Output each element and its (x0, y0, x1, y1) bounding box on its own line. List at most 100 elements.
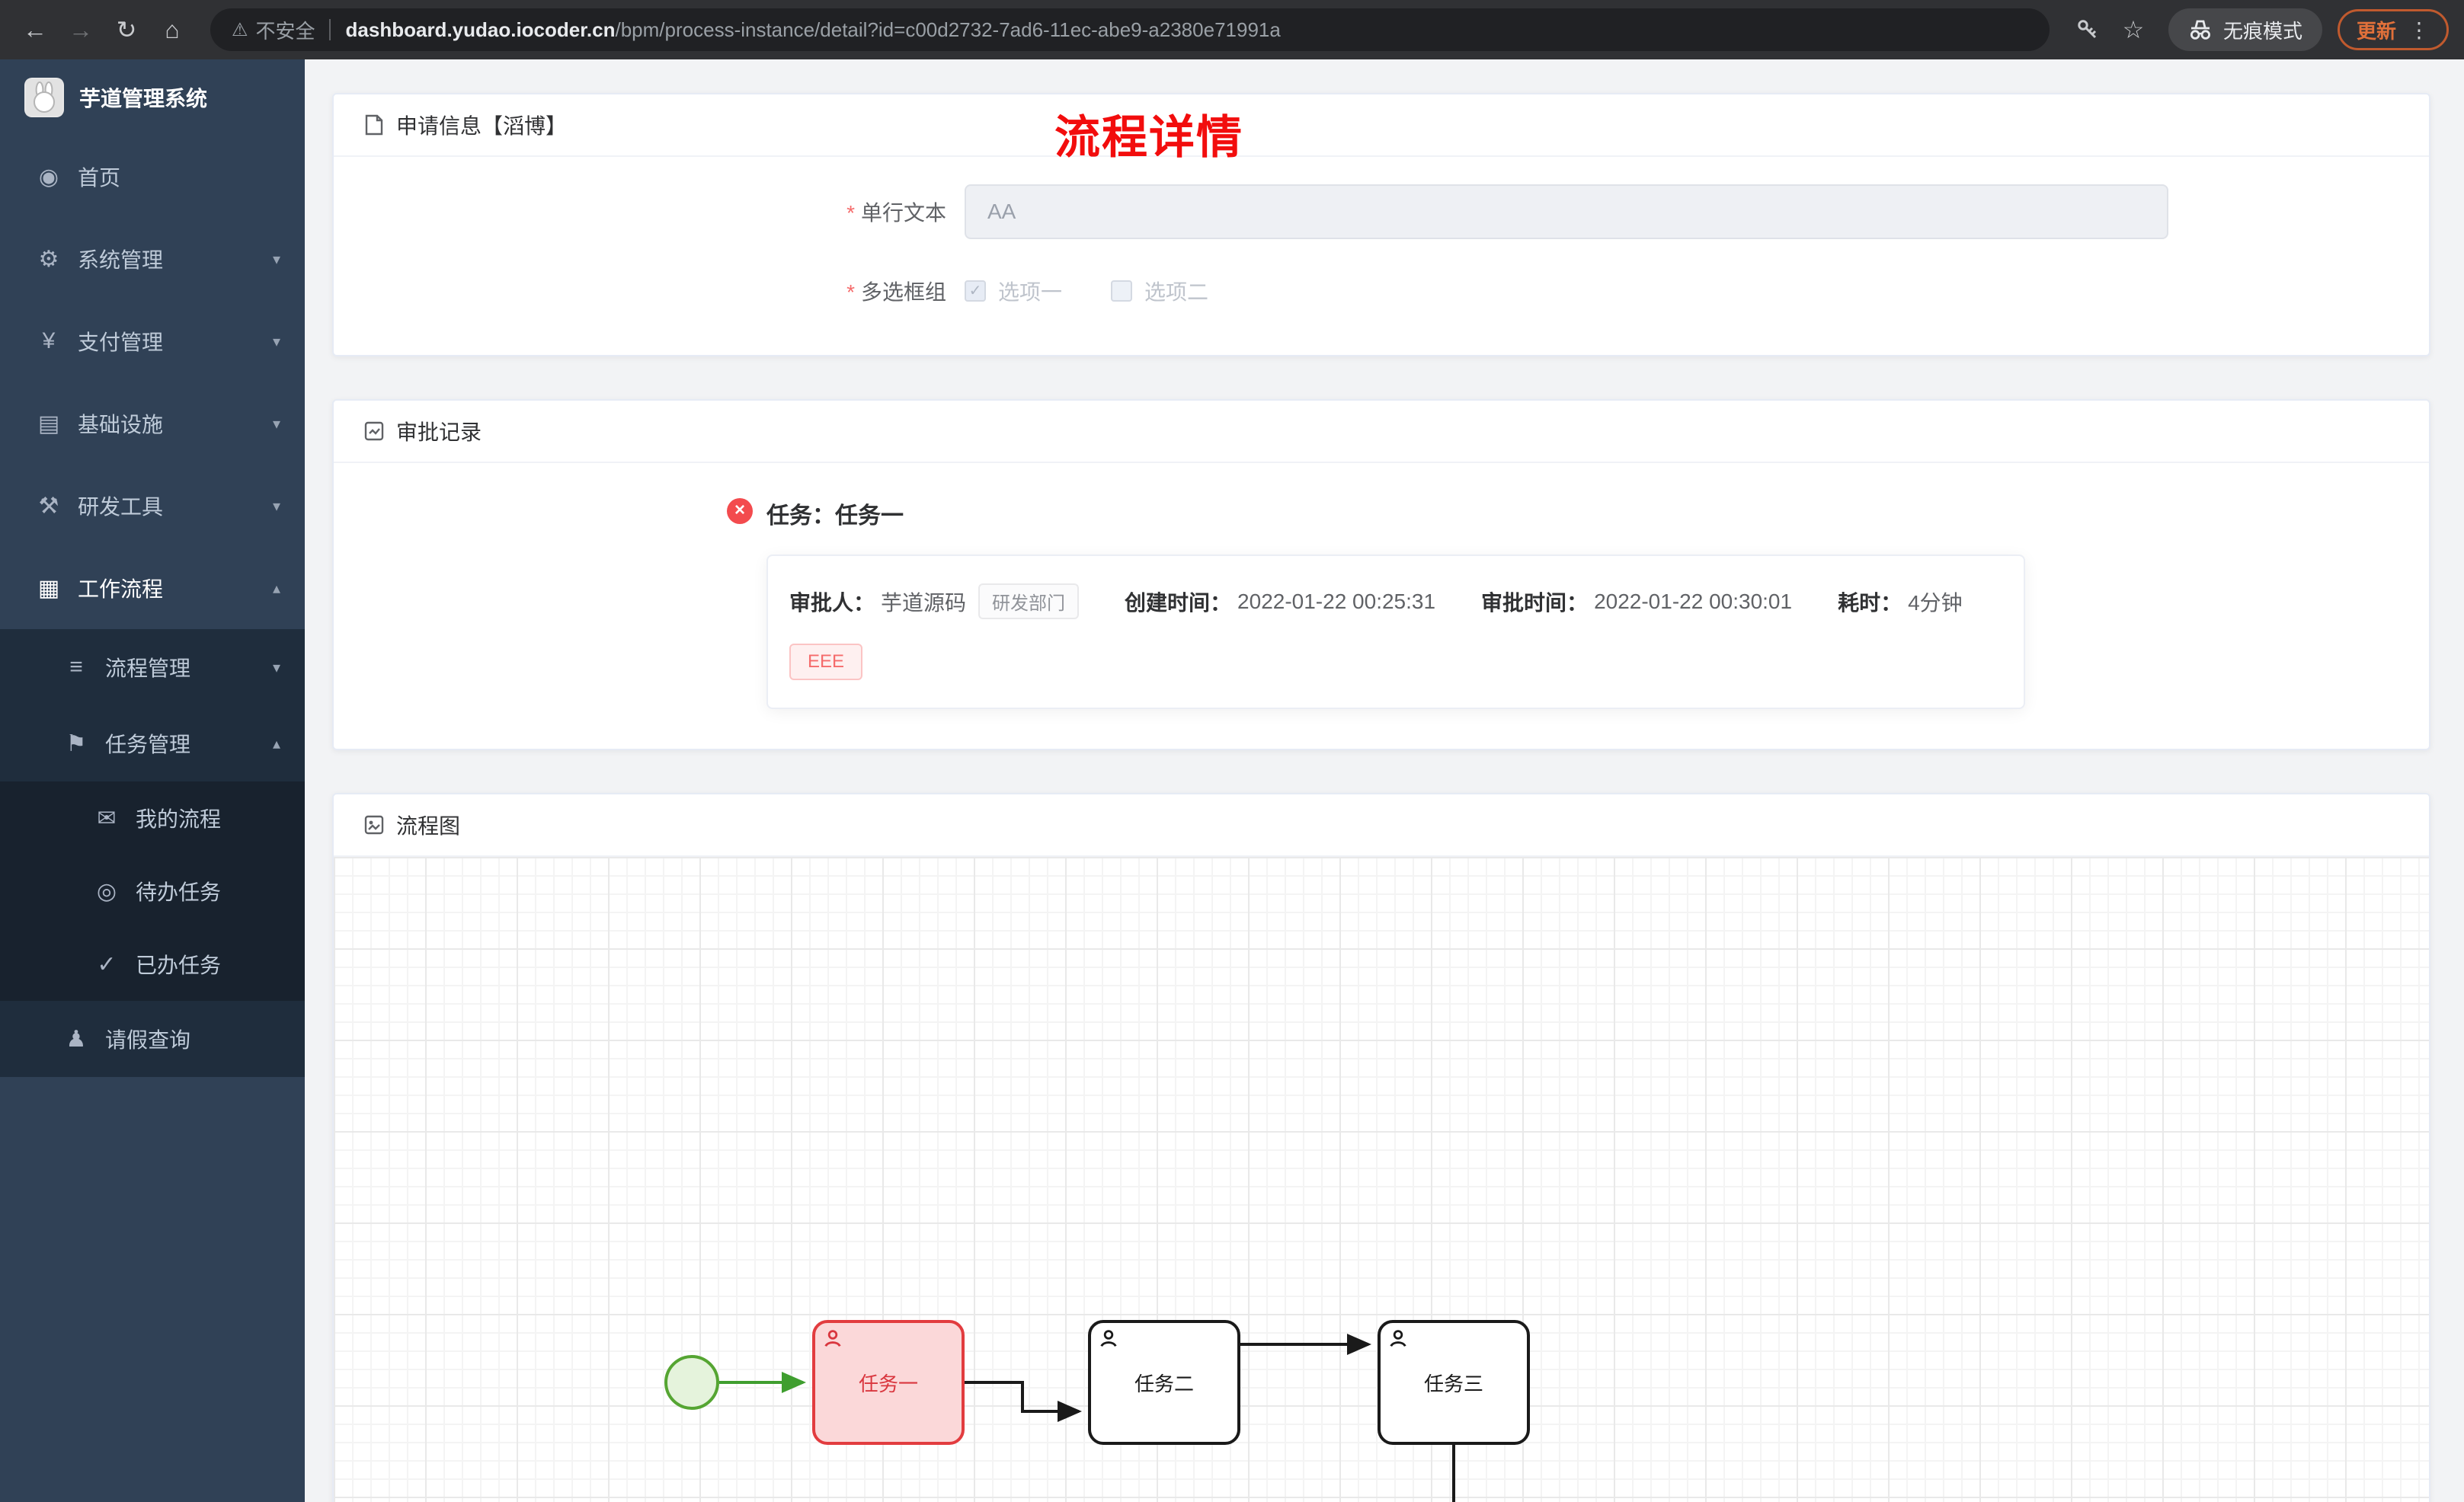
task-label: 任务三 (1423, 1372, 1483, 1395)
sidebar-item-task-management[interactable]: ⚑ 任务管理 ▴ (0, 705, 305, 781)
task-node-1[interactable]: 任务一 (812, 1320, 965, 1445)
bpmn-canvas[interactable]: 任务一 任务二 任务三 (334, 857, 2429, 1502)
record-detail-panel: 审批人： 芋道源码 研发部门 创建时间： 2022-01-22 00:25:31… (766, 554, 2025, 709)
create-time-field: 创建时间： 2022-01-22 00:25:31 (1125, 589, 1436, 615)
sidebar-item-home[interactable]: ◉ 首页 (0, 136, 305, 218)
security-label: 不安全 (255, 19, 315, 43)
approver-field: 审批人： 芋道源码 研发部门 (789, 583, 1080, 619)
chevron-down-icon: ▾ (272, 415, 280, 433)
checkbox-field-label: *多选框组 (846, 280, 946, 304)
create-time-value: 2022-01-22 00:25:31 (1237, 589, 1436, 613)
start-event-node[interactable] (664, 1355, 719, 1410)
chevron-down-icon: ▾ (272, 659, 280, 676)
text-field-row: *单行文本 (334, 184, 2429, 239)
sidebar-item-label: 系统管理 (78, 248, 164, 272)
flow-task1-to-task2 (965, 1381, 1082, 1422)
checkbox-unchecked-icon (1111, 280, 1133, 302)
process-diagram-header: 流程图 (334, 794, 2429, 857)
sidebar-item-process-management[interactable]: ≡ 流程管理 ▾ (0, 629, 305, 705)
address-bar[interactable]: ⚠ 不安全 dashboard.yudao.iocoder.cn /bpm/pr… (210, 8, 2050, 51)
diagram-icon (364, 815, 384, 835)
approval-records-header: 审批记录 (334, 401, 2429, 463)
message-icon: ✉ (97, 805, 117, 831)
sidebar-item-workflow[interactable]: ▦ 工作流程 ▴ (0, 547, 305, 629)
home-icon[interactable]: ⌂ (165, 15, 180, 43)
reload-icon[interactable]: ↻ (116, 16, 137, 43)
chevron-up-icon: ▴ (272, 580, 280, 597)
required-asterisk: * (846, 280, 855, 304)
apply-info-title: 申请信息【滔博】 (396, 114, 568, 138)
password-key-icon[interactable] (2068, 10, 2107, 50)
tools-icon: ⚒ (38, 493, 59, 519)
sidebar-item-label: 首页 (78, 166, 121, 190)
duration-value: 4分钟 (1908, 590, 1963, 615)
back-icon[interactable]: ← (23, 15, 47, 43)
user-task-icon (1100, 1330, 1117, 1347)
sidebar-item-leave-query[interactable]: ♟ 请假查询 (0, 1001, 305, 1077)
dashboard-icon: ◉ (38, 164, 59, 190)
main-content: 流程详情 申请信息【滔博】 *单行文本 *多选框组 ✓ 选项一 (305, 59, 2464, 1502)
approve-time-value: 2022-01-22 00:30:01 (1594, 589, 1793, 613)
sidebar-item-system[interactable]: ⚙ 系统管理 ▾ (0, 218, 305, 300)
rejected-status-icon: × (727, 498, 753, 524)
checkbox-option-2[interactable]: 选项二 (1111, 276, 1208, 306)
approve-time-field: 审批时间： 2022-01-22 00:30:01 (1481, 589, 1793, 615)
person-icon: ♟ (66, 1026, 87, 1052)
record-detail-row: 审批人： 芋道源码 研发部门 创建时间： 2022-01-22 00:25:31… (789, 583, 2002, 619)
process-diagram-title: 流程图 (396, 814, 461, 838)
document-icon (365, 114, 383, 136)
record-icon (364, 421, 384, 441)
url-path: /bpm/process-instance/detail?id=c00d2732… (615, 18, 1281, 41)
sidebar-item-done-tasks[interactable]: ✓ 已办任务 (0, 928, 305, 1001)
security-warning-icon: ⚠ (232, 19, 248, 40)
checkbox-checked-icon: ✓ (965, 280, 986, 302)
workflow-icon: ▦ (37, 575, 60, 601)
timeline-record: × 任务：任务一 审批人： 芋道源码 研发部门 创建时间： 2022-01-22 (727, 497, 2429, 709)
approval-records-card: 审批记录 × 任务：任务一 审批人： 芋道源码 研发部门 (332, 399, 2430, 750)
bookmark-star-icon[interactable]: ☆ (2122, 16, 2145, 43)
sidebar-item-infrastructure[interactable]: ▤ 基础设施 ▾ (0, 382, 305, 465)
sidebar-item-label: 基础设施 (78, 413, 164, 436)
sidebar-item-label: 任务管理 (105, 733, 191, 756)
list-icon: ≡ (69, 654, 83, 679)
browser-toolbar: ← → ↻ ⌂ ⚠ 不安全 dashboard.yudao.iocoder.cn… (0, 0, 2464, 59)
page-title: 流程详情 (1054, 112, 1243, 164)
chevron-up-icon: ▴ (272, 735, 280, 753)
sidebar-item-todo-tasks[interactable]: ◎ 待办任务 (0, 855, 305, 928)
text-field-label: *单行文本 (846, 201, 946, 225)
logo-avatar (24, 78, 64, 117)
sidebar-item-payment[interactable]: ¥ 支付管理 ▾ (0, 300, 305, 382)
task-node-2[interactable]: 任务二 (1088, 1320, 1240, 1445)
sidebar-item-label: 请假查询 (105, 1028, 191, 1052)
sidebar-item-label: 已办任务 (136, 954, 222, 977)
sidebar-item-devtools[interactable]: ⚒ 研发工具 ▾ (0, 465, 305, 547)
update-button[interactable]: 更新 ⋮ (2337, 9, 2449, 50)
gear-icon: ⚙ (38, 246, 59, 272)
sidebar-item-label: 工作流程 (78, 577, 164, 601)
forward-icon[interactable]: → (69, 15, 93, 43)
task-label: 任务二 (1134, 1372, 1194, 1395)
record-task-title: 任务：任务一 (766, 503, 904, 529)
approval-records-title: 审批记录 (396, 420, 482, 444)
update-label: 更新 (2356, 19, 2396, 43)
browser-menu-dots-icon[interactable]: ⋮ (2408, 18, 2430, 42)
chevron-down-icon: ▾ (272, 497, 280, 515)
checkbox-option-1[interactable]: ✓ 选项一 (965, 276, 1062, 306)
incognito-badge: 无痕模式 (2168, 8, 2322, 51)
single-line-text-input[interactable] (965, 184, 2168, 239)
flag-icon: ⚑ (66, 730, 87, 756)
department-tag: 研发部门 (978, 583, 1080, 619)
sidebar-item-my-process[interactable]: ✉ 我的流程 (0, 781, 305, 855)
checkbox-field-row: *多选框组 ✓ 选项一 选项二 (334, 276, 2429, 306)
task-label: 任务一 (858, 1372, 918, 1395)
user-task-icon (1390, 1330, 1406, 1347)
sidebar-item-label: 支付管理 (78, 331, 164, 354)
checkbox-option-label: 选项二 (1144, 280, 1209, 304)
sequence-flows (719, 1334, 1455, 1502)
checkbox-option-label: 选项一 (998, 280, 1063, 304)
sidebar-item-label: 研发工具 (78, 495, 164, 519)
task-node-3[interactable]: 任务三 (1378, 1320, 1530, 1445)
url-host: dashboard.yudao.iocoder.cn (345, 18, 616, 41)
incognito-icon (2190, 20, 2210, 40)
app-body: 芋道管理系统 ◉ 首页 ⚙ 系统管理 ▾ ¥ 支付管理 ▾ ▤ 基础设施 ▾ (0, 59, 2464, 1502)
